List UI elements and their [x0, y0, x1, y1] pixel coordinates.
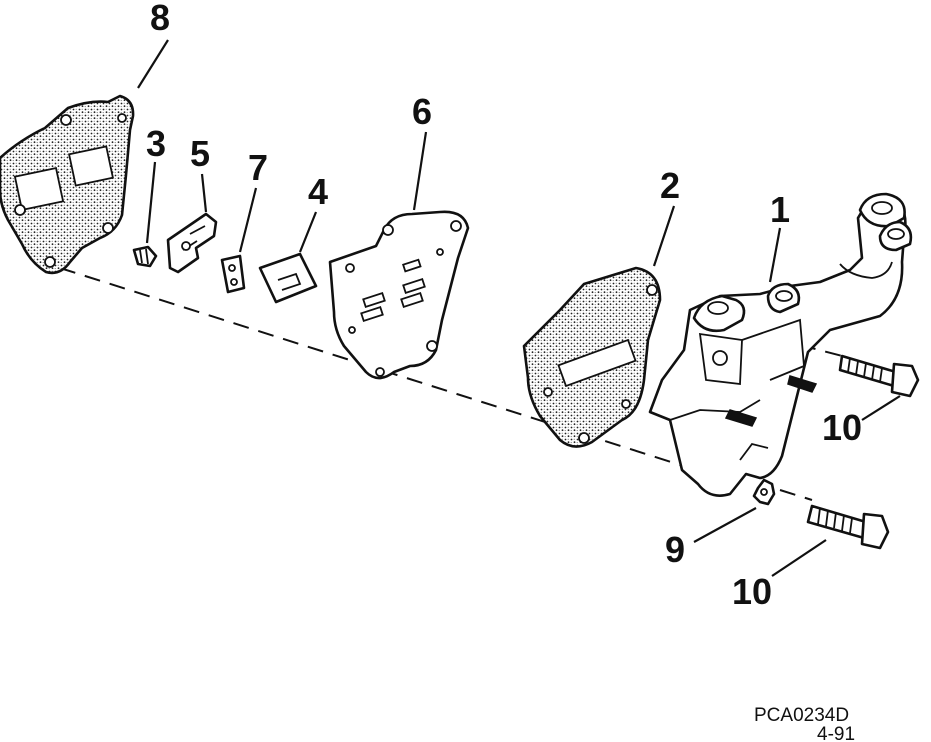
- part-9-lock-washer: [752, 478, 776, 506]
- part-7-clip: [220, 254, 246, 294]
- callout-3: 3: [146, 123, 166, 164]
- callout-10-upper: 10: [822, 407, 862, 448]
- part-10b-bolt-lower: [806, 504, 890, 550]
- callout-2: 2: [660, 165, 680, 206]
- part-6-reed-plate: [328, 210, 470, 380]
- figure-date: 4-91: [817, 724, 855, 742]
- callout-4: 4: [308, 171, 328, 212]
- figure-code: PCA0234D: [754, 705, 849, 726]
- part-1-housing: [648, 192, 913, 497]
- part-5-reed-stop: [166, 212, 218, 274]
- callout-6: 6: [412, 91, 432, 132]
- callout-8: 8: [150, 0, 170, 38]
- callout-9: 9: [665, 529, 685, 570]
- part-10a-bolt-upper: [838, 354, 920, 398]
- part-4-reed: [258, 252, 318, 304]
- part-3-screw: [132, 245, 158, 268]
- leader-lines: [137, 39, 901, 577]
- part-2-gasket: [522, 266, 662, 448]
- callout-10-lower: 10: [732, 571, 772, 612]
- callout-7: 7: [248, 147, 268, 188]
- callout-1: 1: [770, 189, 790, 230]
- callout-5: 5: [190, 133, 210, 174]
- part-8-gasket: [0, 94, 135, 275]
